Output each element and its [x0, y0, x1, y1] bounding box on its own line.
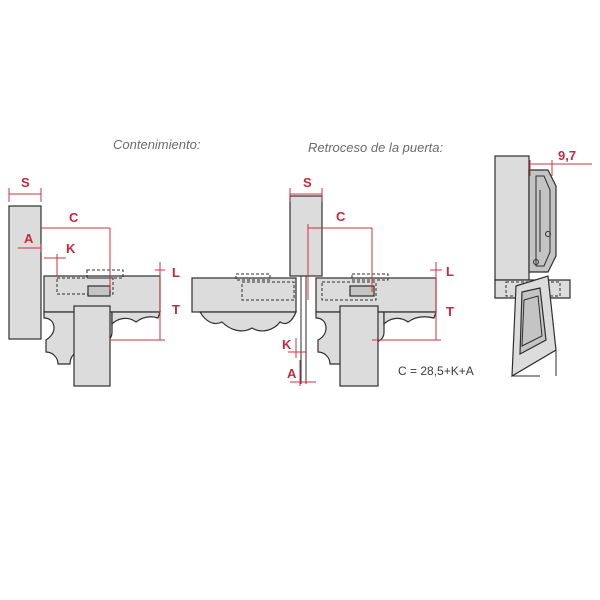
left-dimensions: S C A K L T: [8, 175, 180, 341]
middle-label-l: L: [446, 264, 454, 279]
right-dimensions: 9,7: [529, 148, 592, 176]
label-9-7: 9,7: [558, 148, 576, 163]
right-hinge-arm: [528, 169, 557, 273]
middle-label-k: K: [282, 337, 292, 352]
formula-text: C = 28,5+K+A: [398, 364, 474, 378]
left-door-stile: [73, 305, 111, 387]
left-hinge-drawing: [8, 205, 161, 387]
middle-label-c: C: [336, 209, 346, 224]
middle-left-door: [191, 277, 297, 313]
right-cabinet-side: [494, 155, 530, 281]
left-label-a: A: [24, 231, 34, 246]
left-label-k: K: [66, 241, 76, 256]
left-cabinet-side: [8, 205, 42, 340]
left-label-t: T: [172, 302, 180, 317]
middle-label-s: S: [303, 175, 312, 190]
right-hinge-drawing: [494, 155, 571, 378]
middle-dimensions: S C K A L T: [282, 175, 454, 386]
left-label-s: S: [21, 175, 30, 190]
middle-label-t: T: [446, 304, 454, 319]
title-contenimiento: Contenimiento:: [113, 137, 201, 152]
middle-door-stile: [339, 305, 379, 387]
title-retroceso: Retroceso de la puerta:: [308, 140, 444, 155]
middle-cabinet-side: [289, 195, 323, 277]
middle-hinge-drawing: [191, 195, 437, 387]
middle-label-a: A: [287, 366, 297, 381]
left-label-c: C: [69, 210, 79, 225]
left-label-l: L: [172, 265, 180, 280]
